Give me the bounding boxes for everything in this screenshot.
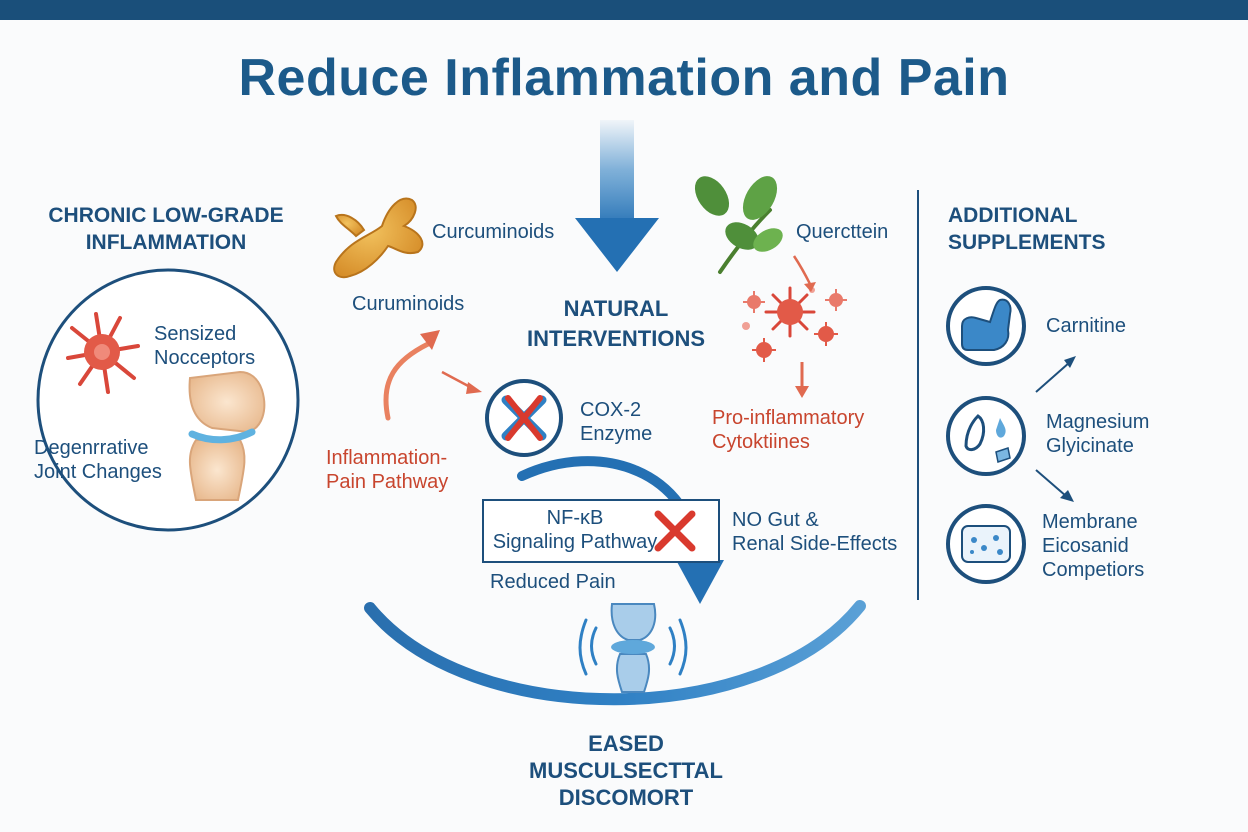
arrow-to-cox	[441, 370, 473, 390]
right-header: ADDITIONAL SUPPLEMENTS	[948, 202, 1106, 256]
magnesium-label: Magnesium Glyicinate	[1046, 410, 1149, 458]
knee-joint-icon	[188, 370, 266, 501]
top-bar	[0, 0, 1248, 20]
degenerative-line1: Degenrrative	[34, 437, 149, 459]
cox2-enzyme-icon	[485, 379, 563, 457]
right-header-line1: ADDITIONAL	[948, 204, 1078, 227]
nfkb-line2: Signaling Pathway	[492, 531, 658, 553]
curcuminoids-top-label: Curcuminoids	[432, 221, 555, 243]
left-header-line1: CHRONIC LOW-GRADE	[48, 204, 284, 227]
membrane-line2: Eicosanid	[1042, 535, 1129, 557]
neuron-icon	[66, 312, 140, 394]
arrowhead-5	[676, 560, 724, 604]
cox-line2: Enzyme	[580, 423, 653, 445]
degenerative-line2: Joint Changes	[34, 461, 162, 483]
proinflam-line1: Pro-inflammatory	[712, 407, 865, 429]
pathway-curve-arrow	[383, 341, 431, 421]
sensitized-line1: Sensized	[154, 323, 237, 345]
nfkb-line1: NF-κB	[546, 507, 604, 529]
bottom-arc	[364, 600, 866, 706]
pathway-line1: Inflammation-	[326, 447, 448, 469]
left-header: CHRONIC LOW-GRADE INFLAMMATION	[34, 202, 298, 256]
membrane-icon	[946, 504, 1026, 584]
no-side-effects-label: NO Gut & Renal Side-Effects	[732, 508, 897, 556]
eased-line1: EASED	[588, 731, 664, 756]
curcuminoids-left-label: Curuminoids	[352, 293, 465, 315]
natural-line1: NATURAL	[563, 296, 669, 321]
membrane-label: Membrane Eicosanid Competiors	[1042, 510, 1144, 582]
quercetin-label: Quercttein	[796, 221, 889, 243]
eased-discomfort-label: EASED MUSCULSECTTAL DISCOMORT	[494, 730, 758, 811]
arrowhead-3	[420, 330, 440, 350]
cox2-enzyme-label: COX-2 Enzyme	[580, 398, 652, 446]
sensitized-nociceptors-label: Sensized Nocceptors	[154, 322, 255, 370]
proinflam-line2: Cytoktiines	[712, 431, 810, 453]
right-header-line2: SUPPLEMENTS	[948, 231, 1106, 254]
arrowhead-4	[466, 382, 482, 394]
pro-inflammatory-cytokines-label: Pro-inflammatory Cytoktiines	[712, 406, 864, 454]
joint-relief-icon	[578, 603, 688, 693]
eased-line3: DISCOMORT	[558, 785, 694, 810]
arrow-to-carnitine	[1035, 361, 1071, 393]
natural-line2: INTERVENTIONS	[526, 326, 706, 351]
membrane-line1: Membrane	[1042, 511, 1138, 533]
virus-icon	[742, 286, 847, 362]
reduced-pain-label: Reduced Pain	[490, 571, 616, 593]
pathway-line2: Pain Pathway	[326, 471, 449, 493]
arrowhead-2	[795, 386, 809, 398]
carnitine-label: Carnitine	[1046, 315, 1127, 337]
left-header-line2: INFLAMMATION	[85, 231, 247, 254]
page-title: Reduce Inflammation and Pain	[238, 49, 1010, 107]
magnesium-icon	[946, 396, 1026, 476]
flexed-arm-icon	[946, 286, 1026, 366]
magnesium-line2: Glyicinate	[1046, 435, 1134, 457]
sensitized-line2: Nocceptors	[154, 347, 256, 369]
turmeric-root-icon	[333, 197, 424, 279]
natural-interventions-label: NATURAL INTERVENTIONS	[506, 294, 726, 354]
nfkb-label: NF-κB Signaling Pathway	[482, 506, 668, 554]
arrow-to-membrane	[1035, 469, 1067, 497]
arrowhead-7	[1060, 490, 1074, 502]
arrowhead-1	[804, 282, 816, 292]
arrowhead-6	[1064, 356, 1076, 368]
magnesium-line1: Magnesium	[1046, 411, 1150, 433]
arrow-quercetin-down	[792, 255, 812, 285]
degenerative-joint-label: Degenrrative Joint Changes	[34, 436, 162, 484]
inflammation-pain-pathway-label: Inflammation- Pain Pathway	[326, 446, 448, 494]
eased-line2: MUSCULSECTTAL	[529, 758, 723, 783]
main-down-arrow	[575, 120, 659, 272]
leaf-icon	[694, 176, 783, 274]
no-gut-line1: NO Gut &	[732, 509, 819, 531]
no-gut-line2: Renal Side-Effects	[732, 533, 898, 555]
cox-line1: COX-2	[580, 399, 642, 421]
membrane-line3: Competiors	[1042, 559, 1145, 581]
